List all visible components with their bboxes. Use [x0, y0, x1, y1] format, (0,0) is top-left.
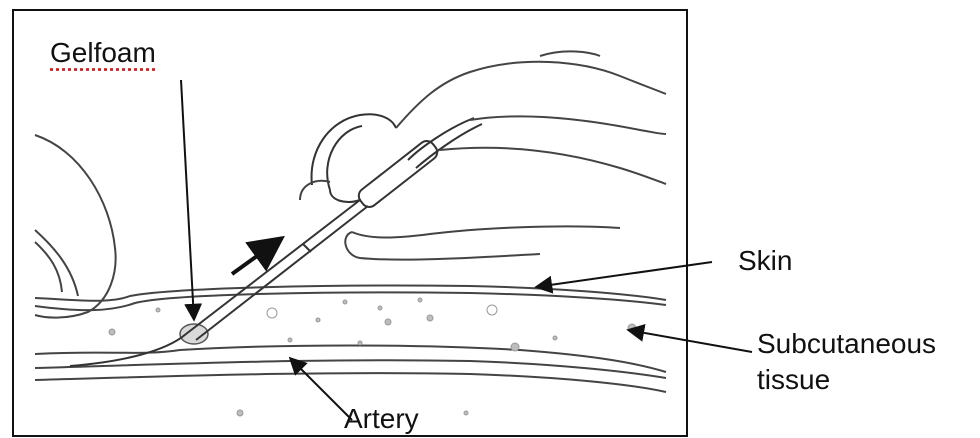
subcutaneous-tissue-label: Subcutaneous tissue — [757, 326, 936, 398]
diagram-frame — [13, 10, 687, 436]
subcutaneous-label-line2: tissue — [757, 362, 936, 398]
artery-label: Artery — [344, 404, 419, 434]
skin-label: Skin — [738, 246, 792, 276]
subcutaneous-label-line1: Subcutaneous — [757, 326, 936, 362]
gelfoam-label: Gelfoam — [50, 38, 156, 68]
